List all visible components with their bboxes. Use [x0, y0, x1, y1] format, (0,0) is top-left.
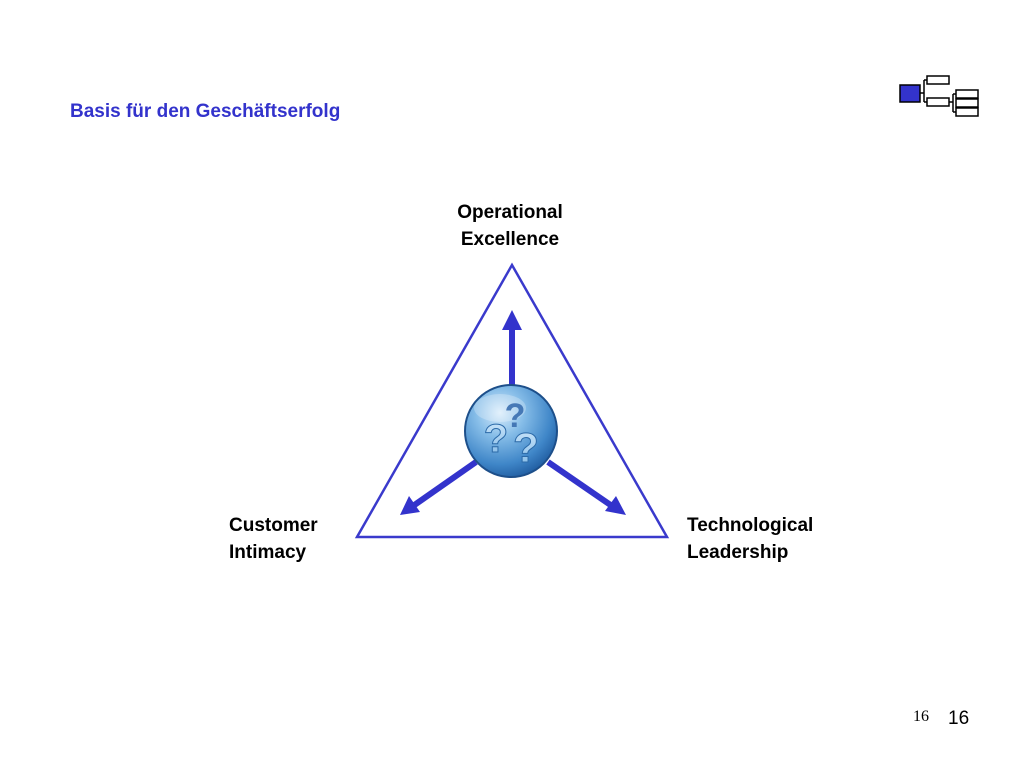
slide-title: Basis für den Geschäftserfolg: [70, 101, 341, 122]
org-chart-logo-icon: [899, 75, 979, 117]
vertex-label-technological-leadership: Technological Leadership: [687, 512, 813, 566]
svg-text:?: ?: [484, 417, 508, 461]
triangle-outline: [354, 262, 670, 539]
question-marks-icon: ? ? ?: [464, 384, 558, 478]
arrow-down-left: [400, 459, 478, 515]
vertex-label-operational-excellence: Operational Excellence: [410, 199, 610, 253]
vertex-label-line: Technological: [687, 515, 814, 536]
arrow-down-right: [546, 459, 626, 515]
svg-text:?: ?: [513, 424, 539, 471]
vertex-label-line: Operational: [457, 202, 563, 223]
vertex-label-line: Leadership: [687, 542, 789, 563]
vertex-label-line: Customer: [229, 515, 318, 536]
arrow-up: [502, 310, 522, 390]
page-number-serif: 16: [913, 708, 929, 725]
page-number-sans: 16: [948, 708, 970, 729]
svg-text:?: ?: [505, 397, 526, 435]
vertex-label-line: Intimacy: [229, 542, 307, 563]
vertex-label-customer-intimacy: Customer Intimacy: [229, 512, 318, 566]
vertex-label-line: Excellence: [460, 229, 560, 250]
